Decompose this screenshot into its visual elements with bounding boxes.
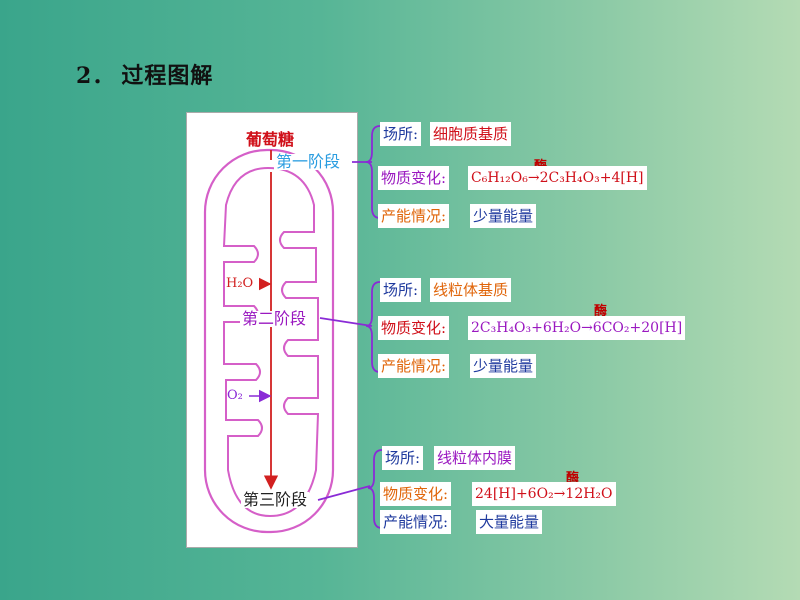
stage1-change-label: 物质变化: [378,166,450,190]
stage1-energy-value: 少量能量 [470,204,537,228]
diagram-panel [186,112,358,548]
stage3-location-label: 场所: [382,446,424,470]
stage3-location-value: 线粒体内膜 [434,446,516,470]
stage2-energy-label: 产能情况: [378,354,450,378]
stage3-energy-value: 大量能量 [476,510,543,534]
stage1-location-label: 场所: [380,122,422,146]
stage2-equation: 2C₃H₄O₃+6H₂O→6CO₂+20[H] [468,316,686,340]
glucose-label: 葡萄糖 [246,130,295,149]
stage3-connector [317,485,371,501]
stage1-energy-label: 产能情况: [378,204,450,228]
stage2-connector [319,317,373,327]
stage1-label: 第一阶段 [274,152,343,171]
stage2-label: 第二阶段 [240,309,309,328]
heading-title: 过程图解 [121,63,214,89]
section-heading: 2．过程图解 [76,58,213,90]
stage3-equation: 24[H]+6O₂→12H₂O [472,482,616,506]
stage3-change-label: 物质变化: [380,482,452,506]
stage2-brace [365,281,381,373]
stage3-energy-label: 产能情况: [380,510,452,534]
oxygen-label: O₂ [227,388,243,403]
stage2-change-label: 物质变化: [378,316,450,340]
stage3-label: 第三阶段 [241,490,310,509]
stage2-energy-value: 少量能量 [470,354,537,378]
stage1-location-value: 细胞质基质 [430,122,512,146]
stage1-equation: C₆H₁₂O₆→2C₃H₄O₃+4[H] [468,166,647,190]
stage3-brace [367,449,383,529]
stage2-enzyme-label: 酶 [594,304,608,319]
heading-number: 2． [76,63,116,89]
stage2-location-label: 场所: [380,278,422,302]
stage1-brace [365,125,381,219]
water-label: H₂O [226,276,254,291]
mitochondrion-outer-membrane [203,148,335,534]
stage2-location-value: 线粒体基质 [430,278,512,302]
